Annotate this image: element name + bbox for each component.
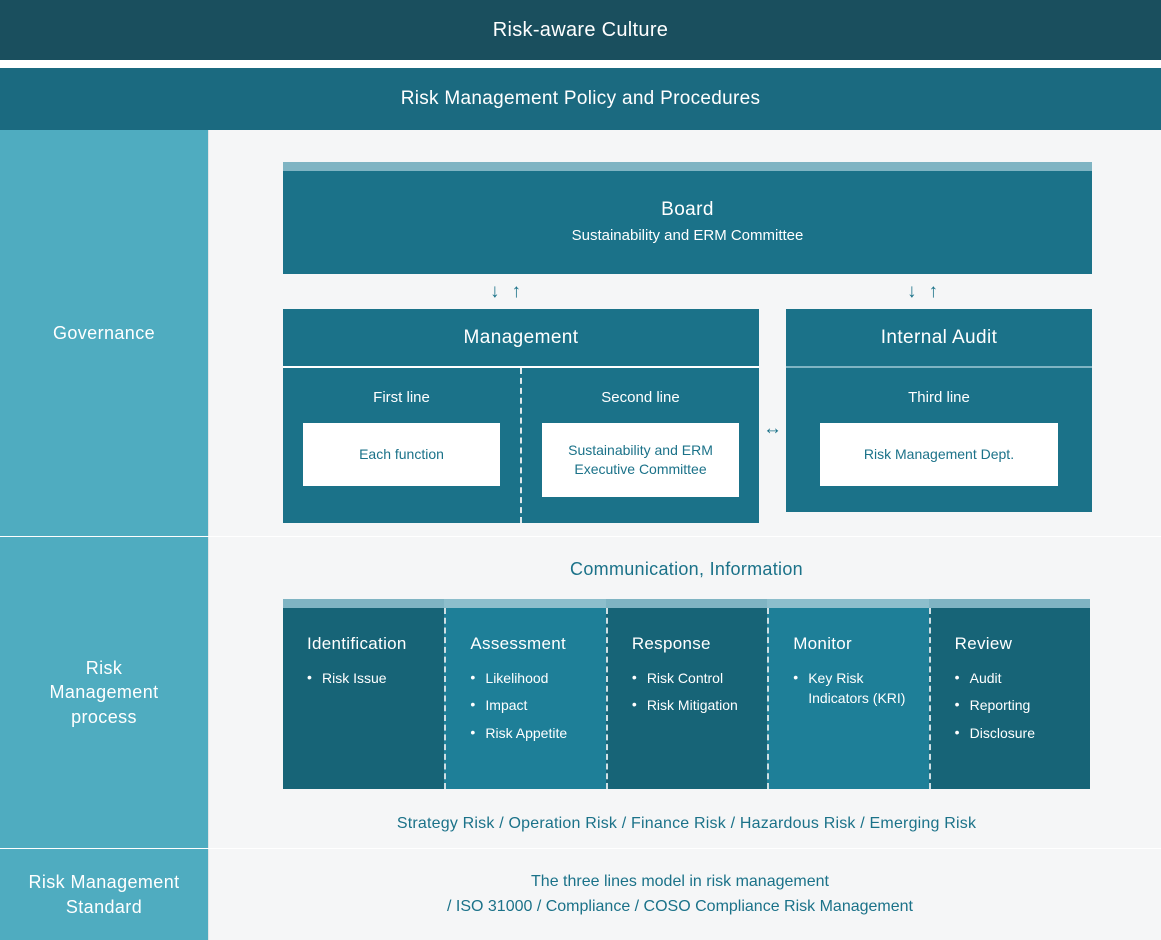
process-column-items: Key Risk Indicators (KRI): [793, 667, 928, 709]
internal-audit-title: Internal Audit: [786, 309, 1092, 368]
board-box-wrapper: Board Sustainability and ERM Committee: [283, 162, 1092, 274]
standard-line-2: / ISO 31000 / Compliance / COSO Complian…: [447, 897, 913, 915]
risk-management-policy-banner: Risk Management Policy and Procedures: [0, 68, 1161, 130]
column-accent-stripe: [444, 599, 606, 608]
board-box: Board Sustainability and ERM Committee: [283, 171, 1092, 274]
third-line-column: Third line Risk Management Dept.: [786, 368, 1092, 512]
column-accent-stripe: [928, 599, 1091, 608]
process-column-monitor: Monitor Key Risk Indicators (KRI): [767, 599, 929, 789]
arrow-down-icon: ↓: [907, 281, 917, 302]
risk-aware-culture-label: Risk-aware Culture: [492, 18, 669, 41]
list-item: Disclosure: [955, 722, 1090, 743]
management-audit-connector: ↔: [759, 309, 786, 523]
list-item: Risk Control: [632, 667, 767, 688]
list-item: Risk Mitigation: [632, 694, 767, 715]
process-column-assessment: Assessment Likelihood Impact Risk Appeti…: [444, 599, 606, 789]
third-line-label: Third line: [908, 389, 970, 406]
management-title: Management: [283, 309, 759, 368]
standard-content: The three lines model in risk management…: [208, 849, 1161, 940]
process-column-items: Audit Reporting Disclosure: [955, 667, 1090, 743]
risk-types-label: Strategy Risk / Operation Risk / Finance…: [396, 815, 977, 832]
process-column-response: Response Risk Control Risk Mitigation: [605, 599, 768, 789]
sidebar-governance: Governance: [0, 130, 208, 536]
internal-audit-box: Internal Audit Third line Risk Managemen…: [786, 309, 1092, 512]
list-item: Impact: [470, 694, 605, 715]
process-column-identification: Identification Risk Issue: [283, 599, 445, 789]
standard-line-1: The three lines model in risk management: [531, 872, 829, 890]
process-column-items: Likelihood Impact Risk Appetite: [470, 667, 605, 743]
process-column-items: Risk Issue: [307, 667, 444, 688]
list-item: Audit: [955, 667, 1090, 688]
list-item: Risk Issue: [307, 667, 444, 688]
process-column-title: Response: [631, 634, 711, 653]
board-management-arrows: ↓ ↑: [490, 282, 521, 301]
second-line-label: Second line: [601, 389, 680, 406]
governance-content: Board Sustainability and ERM Committee ↓…: [208, 130, 1161, 536]
column-accent-stripe: [605, 599, 768, 608]
banner-divider: [0, 60, 1161, 68]
board-connector-arrows: ↓ ↑ ↓ ↑: [283, 274, 1092, 309]
process-column-title: Monitor: [793, 634, 853, 653]
list-item: Reporting: [955, 694, 1090, 715]
governance-columns: Management First line Each function Seco…: [283, 309, 1092, 523]
process-column-title: Assessment: [470, 634, 566, 653]
list-item: Key Risk Indicators (KRI): [793, 667, 928, 709]
list-item: Risk Appetite: [470, 722, 605, 743]
process-content: Communication, Information Identificatio…: [208, 537, 1161, 848]
sidebar-governance-label: Governance: [52, 322, 156, 343]
governance-row: Governance Board Sustainability and ERM …: [0, 130, 1161, 536]
process-column-title: Identification: [307, 634, 407, 653]
list-item: Likelihood: [470, 667, 605, 688]
arrow-horizontal-icon: ↔: [763, 418, 782, 439]
third-line-card: Risk Management Dept.: [820, 423, 1058, 486]
board-title: Board: [661, 199, 714, 220]
arrow-up-icon: ↑: [511, 281, 522, 302]
first-line-column: First line Each function: [283, 368, 520, 523]
process-column-items: Risk Control Risk Mitigation: [632, 667, 767, 716]
first-line-card: Each function: [303, 423, 500, 486]
process-columns: Identification Risk Issue Assessment Lik…: [283, 599, 1091, 789]
board-accent-stripe: [283, 162, 1092, 171]
process-column-review: Review Audit Reporting Disclosure: [928, 599, 1091, 789]
risk-aware-culture-banner: Risk-aware Culture: [0, 0, 1161, 60]
column-accent-stripe: [283, 599, 445, 608]
process-column-title: Review: [954, 634, 1013, 653]
management-lines: First line Each function Second line Sus…: [283, 368, 759, 523]
arrow-up-icon: ↑: [928, 281, 939, 302]
column-accent-stripe: [767, 599, 929, 608]
arrow-down-icon: ↓: [490, 281, 500, 302]
first-line-label: First line: [373, 389, 430, 406]
management-box: Management First line Each function Seco…: [283, 309, 759, 523]
board-subtitle: Sustainability and ERM Committee: [571, 227, 804, 244]
communication-information-label: Communication, Information: [570, 559, 803, 579]
risk-management-policy-label: Risk Management Policy and Procedures: [400, 88, 761, 109]
board-audit-arrows: ↓ ↑: [907, 282, 938, 301]
